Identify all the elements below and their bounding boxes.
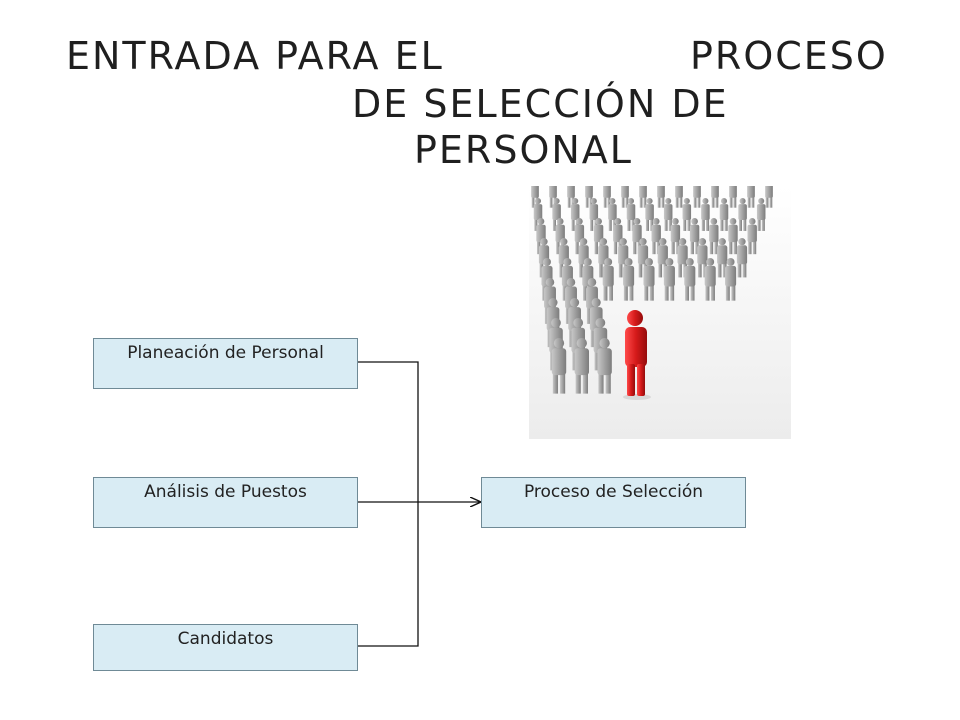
crowd-figure	[719, 198, 729, 231]
crowd-figure	[756, 198, 766, 231]
crowd-figure	[709, 218, 719, 255]
crowd-figure	[693, 186, 701, 208]
crowd-figure	[738, 198, 747, 231]
crowd-figure	[603, 186, 611, 208]
crowd-figure	[574, 338, 590, 394]
input-box-analisis: Análisis de Puestos	[93, 477, 358, 528]
title-line-2: DE SELECCIÓN DE	[352, 82, 729, 126]
crowd-figure	[704, 258, 716, 301]
crowd-figure	[684, 258, 696, 301]
crowd-figure	[663, 198, 673, 231]
crowd-figure	[645, 198, 654, 231]
title-line-1-left: ENTRADA PARA EL	[66, 34, 444, 78]
crowd-figure	[701, 198, 710, 231]
crowd-figure	[689, 218, 700, 255]
output-box-proceso: Proceso de Selección	[481, 477, 746, 528]
crowd-figure	[602, 258, 614, 301]
crowd-image	[529, 186, 791, 439]
crowd-figure	[747, 218, 757, 255]
crowd-figure	[585, 186, 593, 208]
crowd-figure	[736, 238, 748, 278]
input-box-candidatos: Candidatos	[93, 624, 358, 671]
input-label-analisis: Análisis de Puestos	[144, 482, 307, 502]
crowd-figure	[725, 258, 737, 301]
input-label-candidatos: Candidatos	[177, 629, 274, 649]
highlighted-red-figure	[623, 310, 651, 400]
title-line-1-right: PROCESO	[690, 34, 888, 78]
crowd-figure	[623, 258, 635, 301]
crowd-figure	[663, 258, 675, 301]
crowd-figure	[597, 338, 612, 394]
connector-candidatos	[357, 502, 419, 647]
crowd-figure	[717, 238, 728, 278]
input-box-planeacion: Planeación de Personal	[93, 338, 358, 389]
crowd-figure	[657, 186, 665, 208]
crowd-figure	[675, 186, 683, 208]
crowd-figure	[765, 186, 773, 208]
crowd-figure	[626, 198, 636, 231]
crowd-with-red-figure-icon	[529, 186, 791, 439]
output-label-proceso: Proceso de Selección	[523, 482, 704, 502]
crowd-figure	[728, 218, 738, 255]
crowd-figure	[711, 186, 719, 208]
crowd-figure	[729, 186, 737, 208]
crowd-figure	[639, 186, 647, 208]
crowd-figure	[682, 198, 692, 231]
input-label-planeacion: Planeación de Personal	[127, 343, 324, 363]
connector-planeacion	[357, 361, 419, 502]
title-line-3: PERSONAL	[414, 128, 633, 172]
crowd-figure	[621, 186, 629, 208]
crowd-figure	[643, 258, 655, 301]
crowd-figure	[551, 338, 567, 394]
crowd-figure	[747, 186, 755, 208]
